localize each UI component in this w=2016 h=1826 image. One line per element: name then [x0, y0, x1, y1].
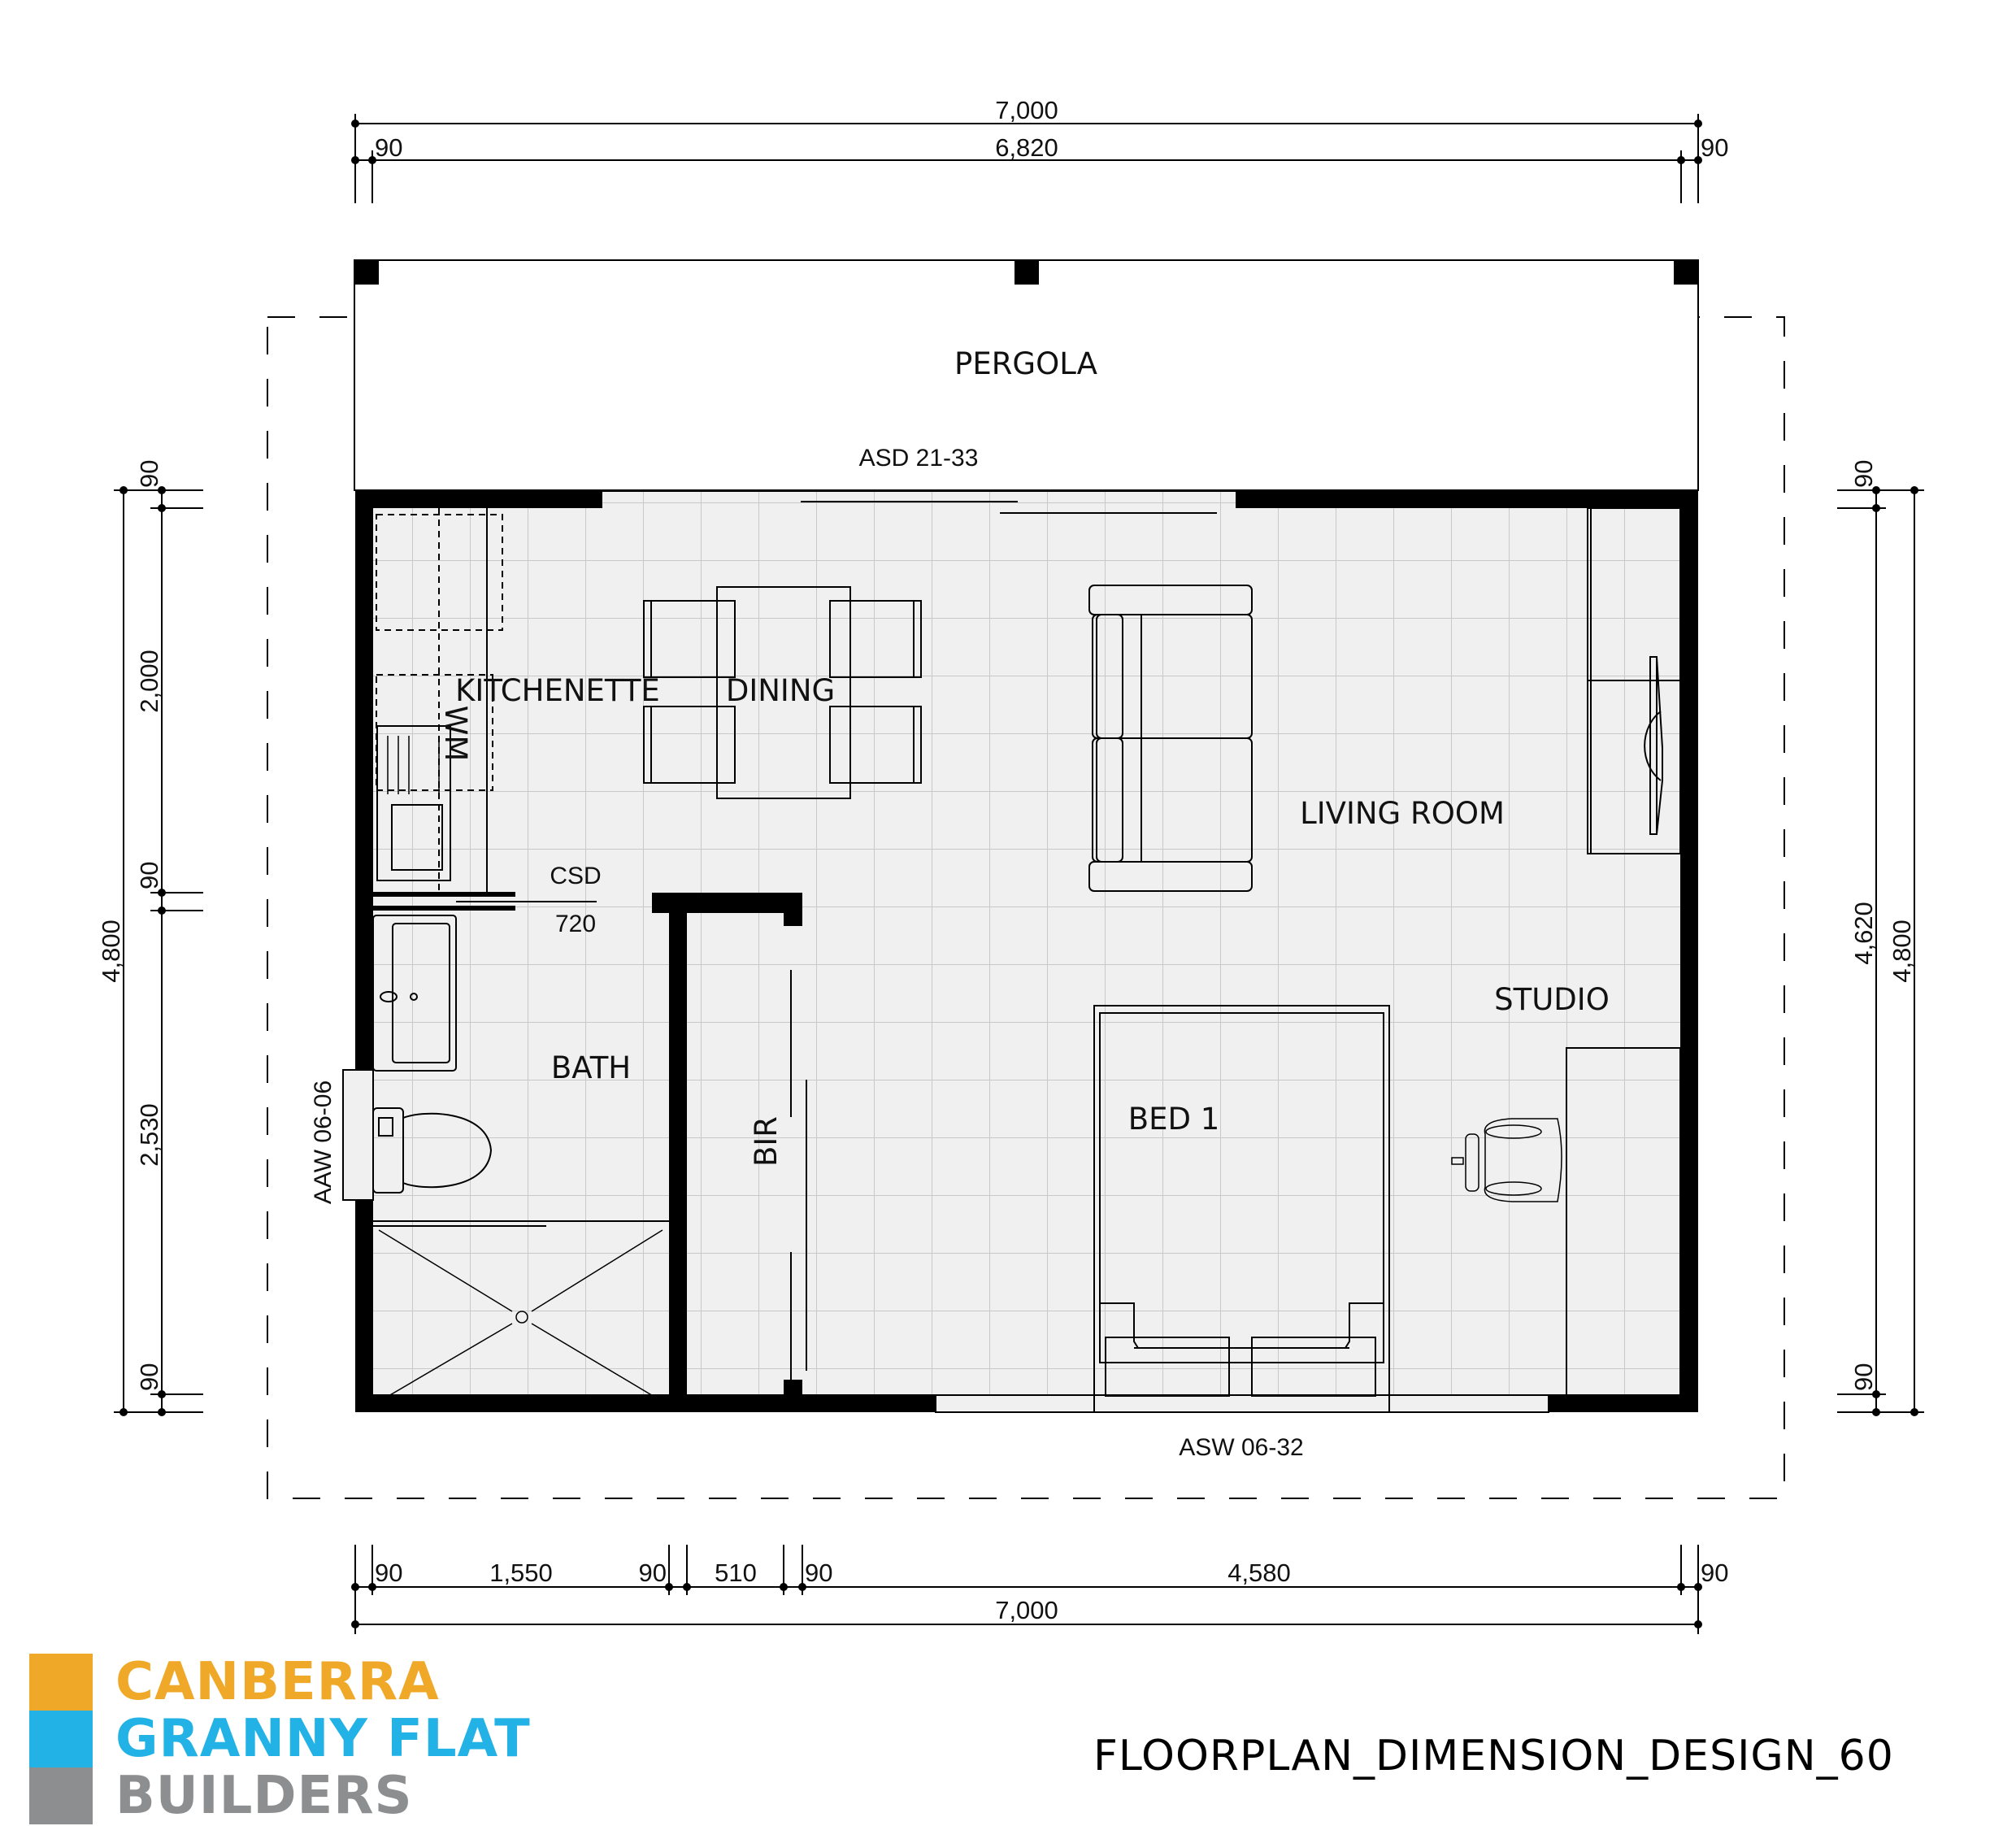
dimension-top: [351, 114, 1702, 203]
pergola-post: [1674, 260, 1698, 285]
label-csd-width: 720: [555, 911, 596, 937]
label-csd: CSD: [550, 863, 601, 889]
dim-bottom-seg-7: 90: [1701, 1559, 1728, 1587]
dim-left-bottom-wall: 90: [135, 1363, 163, 1391]
internal-walls: [373, 892, 802, 1412]
dim-right-bottom-wall: 90: [1849, 1363, 1878, 1391]
room-label-kitchenette: KITCHENETTE: [455, 673, 660, 708]
logo-line-canberra: CANBERRA: [115, 1652, 440, 1712]
vanity: [372, 915, 457, 1072]
washing-machine: [376, 725, 451, 881]
dining-set: [643, 586, 922, 799]
label-asd: ASD 21-33: [859, 445, 979, 472]
dim-top-left-wall: 90: [375, 133, 402, 162]
dim-bottom-seg-2: 1,550: [489, 1559, 553, 1587]
sink: [391, 804, 443, 871]
floor-tiles: [355, 490, 1698, 1412]
dim-bottom-seg-6: 4,580: [1227, 1559, 1291, 1587]
pergola-post: [354, 260, 379, 285]
bedside-table: [1251, 1337, 1376, 1397]
dimension-right: [1837, 486, 1924, 1416]
dining-table: [716, 586, 851, 799]
logo-bar-grey: [29, 1767, 93, 1824]
room-label-studio: STUDIO: [1494, 982, 1610, 1017]
roof-outline: [267, 316, 1785, 1499]
sofa: [1088, 585, 1253, 892]
dim-left-overall: 4,800: [97, 920, 125, 983]
dim-top-internal: 6,820: [995, 133, 1058, 162]
label-asw: ASW 06-32: [1179, 1434, 1303, 1461]
dim-top-overall: 7,000: [995, 96, 1058, 124]
logo-bar-orange: [29, 1654, 93, 1711]
dim-right-internal: 4,620: [1849, 902, 1878, 965]
dim-right-top-wall: 90: [1849, 460, 1878, 488]
room-label-dining: DINING: [726, 673, 835, 708]
room-label-pergola: PERGOLA: [954, 346, 1097, 381]
desk: [1566, 1047, 1681, 1396]
dimension-left: [114, 486, 203, 1416]
dim-bottom-seg-1: 90: [375, 1559, 402, 1587]
bath-fixtures: [372, 915, 669, 1402]
sliding-door-asd[interactable]: [602, 490, 1236, 514]
dim-left-upper: 2,000: [135, 650, 163, 713]
shower: [378, 1229, 663, 1402]
dim-bottom-seg-3: 90: [639, 1559, 667, 1587]
logo-line-granny-flat: GRANNY FLAT: [115, 1709, 531, 1769]
room-label-living-room: LIVING ROOM: [1300, 796, 1505, 831]
dim-bottom-seg-5: 90: [805, 1559, 832, 1587]
label-aaw: AAW 06-06: [310, 1080, 337, 1204]
dim-bottom-overall: 7,000: [995, 1596, 1058, 1624]
dim-left-mid-wall: 90: [135, 862, 163, 889]
plan-title: FLOORPLAN_DIMENSION_DESIGN_60: [1093, 1732, 1894, 1780]
room-label-bath: BATH: [551, 1050, 631, 1085]
bed: [1093, 1005, 1390, 1413]
dim-bottom-seg-4: 510: [715, 1559, 757, 1587]
room-label-bir: BIR: [749, 1116, 784, 1167]
floor-waste: [515, 1311, 528, 1324]
external-walls: [355, 490, 1698, 1412]
bedside-table: [1105, 1337, 1230, 1397]
bir-sliding-doors[interactable]: [790, 970, 807, 1398]
window-aaw[interactable]: [342, 1069, 374, 1201]
logo-bar-blue: [29, 1711, 93, 1767]
pergola-post: [1015, 260, 1039, 285]
dim-top-right-wall: 90: [1701, 133, 1728, 162]
brand-logo: CANBERRA GRANNY FLAT BUILDERS: [29, 1654, 566, 1824]
dim-right-overall: 4,800: [1888, 920, 1916, 983]
room-label-bed-1: BED 1: [1128, 1102, 1220, 1137]
office-chair: [1451, 1118, 1562, 1202]
tv-unit: [1587, 507, 1681, 854]
dim-left-top-wall: 90: [135, 460, 163, 488]
logo-line-builders: BUILDERS: [115, 1766, 413, 1826]
window-asw[interactable]: [935, 1394, 1549, 1413]
studio-furniture: [1451, 1047, 1681, 1396]
tv: [1649, 656, 1658, 835]
toilet-bowl: [402, 1112, 493, 1189]
room-label-wm: WM: [438, 706, 473, 762]
dimension-bottom: [351, 1545, 1702, 1634]
dim-left-lower: 2,530: [135, 1103, 163, 1167]
kitchenette-fixtures: [376, 508, 503, 892]
